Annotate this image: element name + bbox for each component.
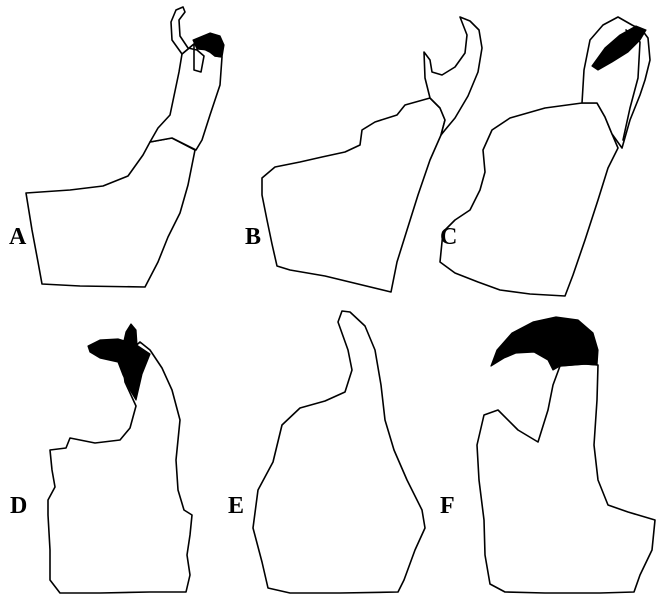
panel-e-outline [253,311,425,593]
panel-f-outline [477,364,655,593]
panel-e: E [228,311,425,593]
panel-label-f: F [440,493,455,519]
panel-label-d: D [10,493,27,519]
panel-a-lower-segment [26,138,195,287]
panel-label-c: C [440,224,457,250]
panel-f-dark-tip [491,317,598,370]
panel-d-dark-spur [123,324,137,348]
panel-label-a: A [9,224,27,250]
panel-a: A [9,7,224,287]
panel-a-upper-segment [150,44,222,150]
panel-label-b: B [245,224,261,250]
panel-c-outline [440,103,618,296]
panel-d-outline [48,342,192,593]
panel-f: F [440,317,655,593]
panel-b-outline [262,98,445,292]
panel-label-e: E [228,493,244,519]
panel-d: D [10,324,192,593]
